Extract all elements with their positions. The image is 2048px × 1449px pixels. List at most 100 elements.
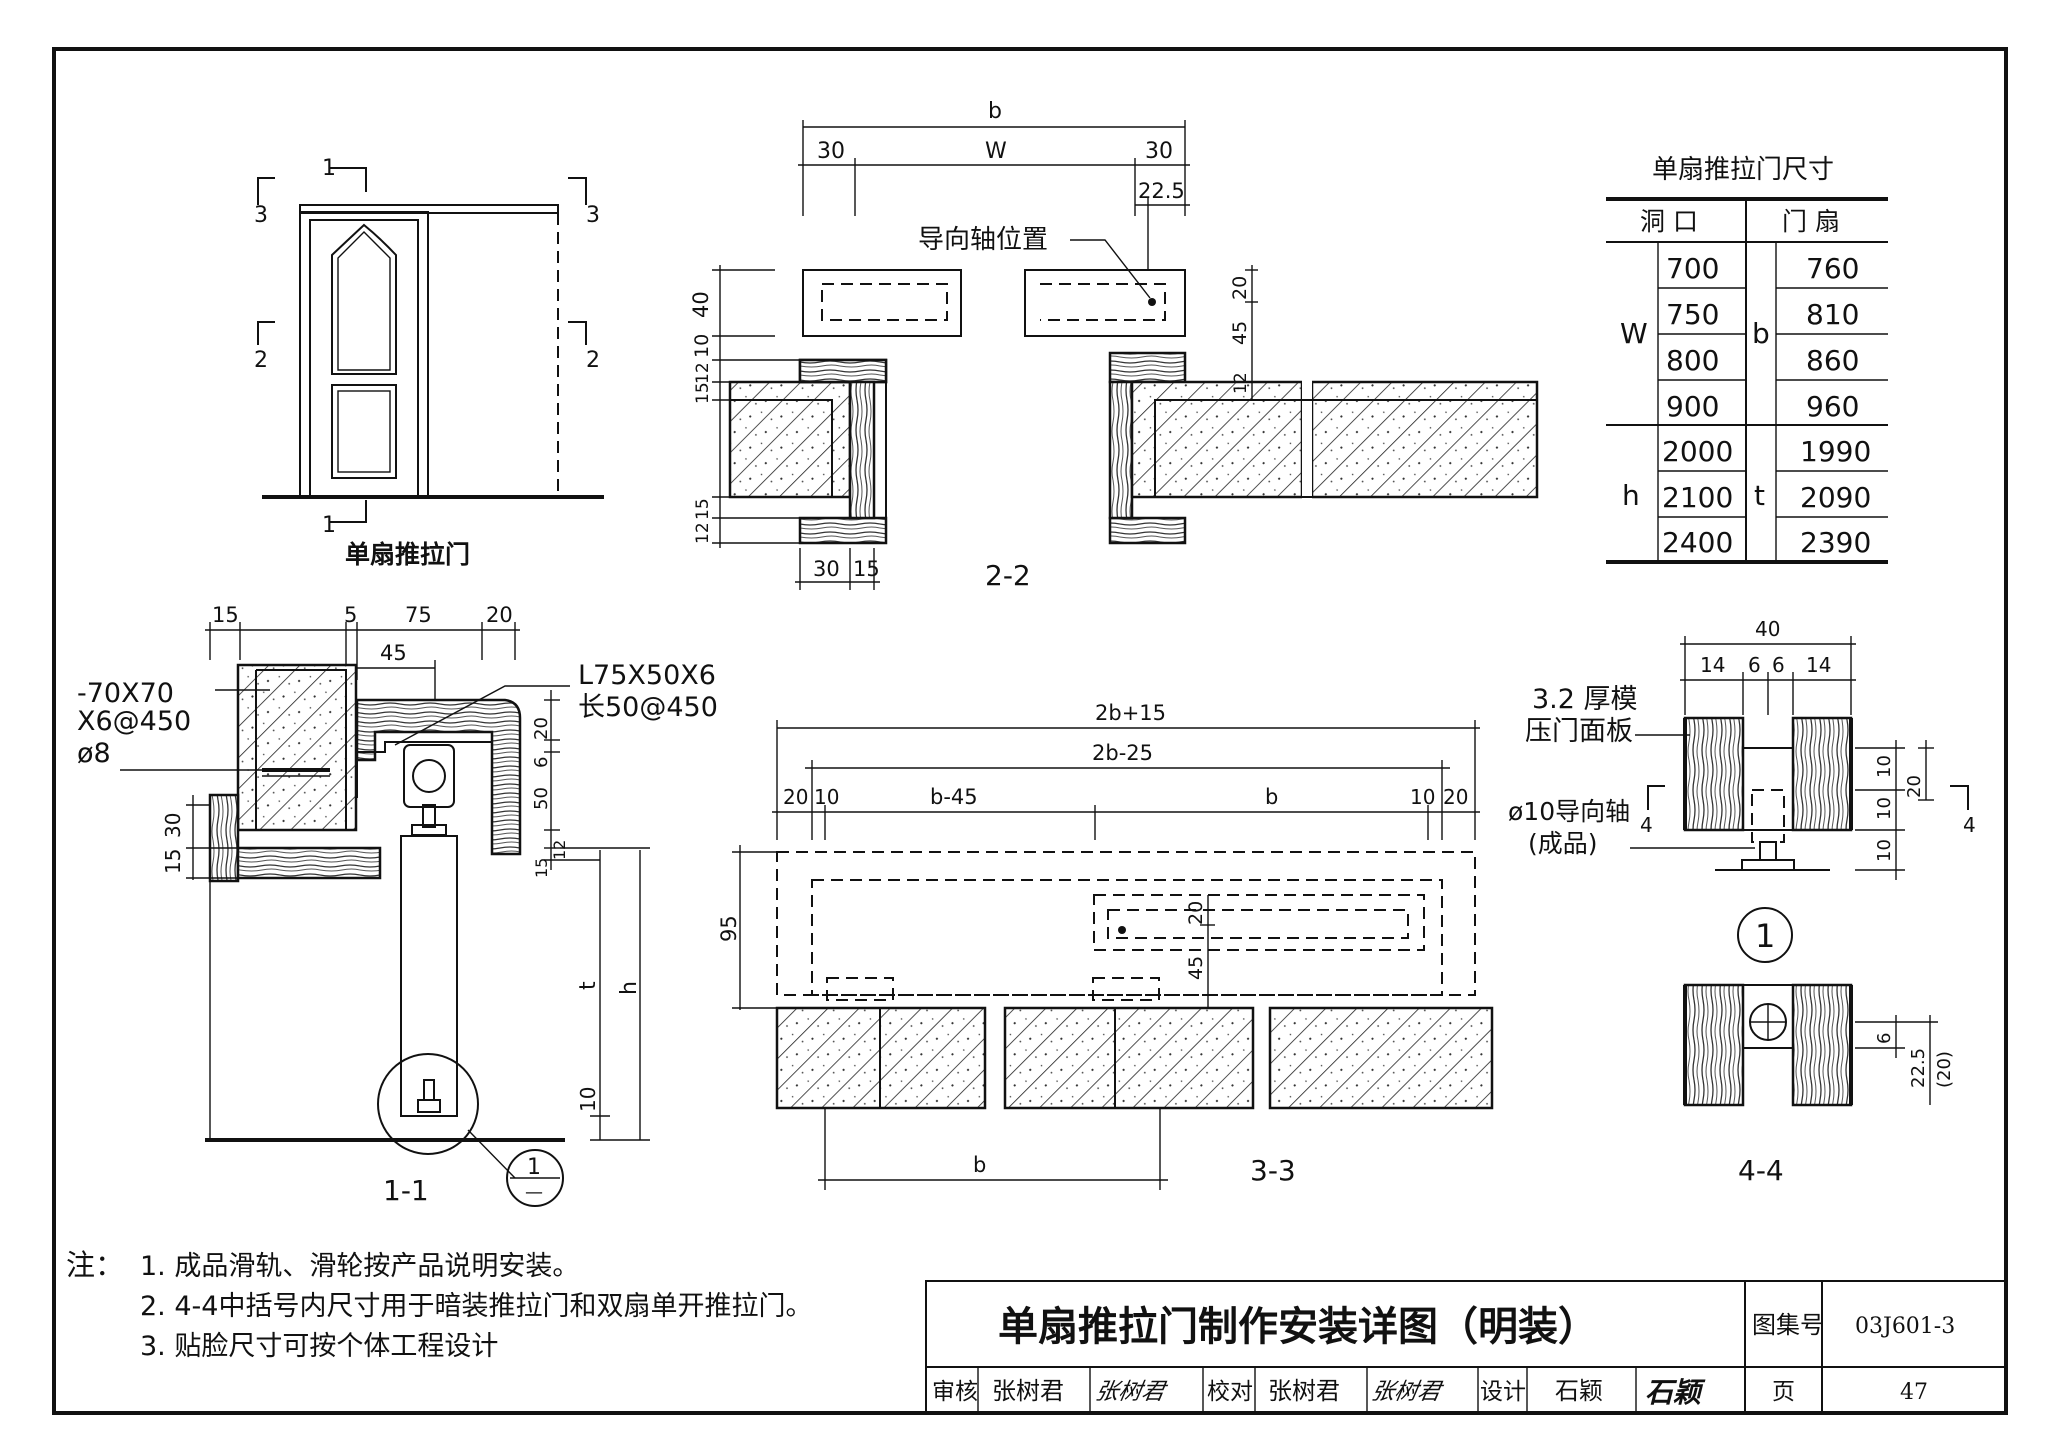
dim-v22-5: 22.5 [1908,1048,1929,1088]
dim-15b: 15 [693,498,713,520]
dim-10-left: 10 [814,785,839,809]
section-1-1: 15 5 75 20 45 1 — [77,603,718,1207]
elevation-view: 1 1 3 3 2 2 单扇推拉门 [254,156,604,569]
table-cell: 2100 [1662,481,1733,514]
mark-4-right: 4 [1963,813,1976,837]
dim-v15: 15 [161,849,185,874]
section-mark-1-top: 1 [322,156,336,181]
dim-40: 40 [689,291,713,318]
section-mark-3-left: 3 [254,203,268,228]
dim-75: 75 [405,603,432,627]
dim-95: 95 [717,915,741,942]
table-cell: 700 [1666,252,1719,285]
dim-20-left: 20 [783,785,808,809]
dim-h: h [617,981,642,995]
notes: 注： 1. 成品滑轨、滑轮按产品说明安装。 2. 4-4中括号内尺寸用于暗装推拉… [66,1248,812,1362]
dim-b-minus-45: b-45 [930,785,978,809]
dim-14-left: 14 [1700,653,1725,677]
note-2: 2. 4-4中括号内尺寸用于暗装推拉门和双扇单开推拉门。 [140,1291,812,1322]
dim-45: 45 [380,641,407,665]
table-header-leaf: 门 扇 [1782,207,1840,236]
group-t-label: t [1754,479,1765,512]
dim-v20: 20 [1904,775,1925,798]
dim-v6: 6 [1874,1033,1895,1044]
table-title: 单扇推拉门尺寸 [1652,155,1834,185]
plate-label: -70X70 [77,678,174,709]
dim-v20: 20 [531,717,552,740]
title-block: 单扇推拉门制作安装详图（明装） 图集号 03J601-3 审核 张树君 张树君 … [925,1280,2007,1414]
atlas-number: 03J601-3 [1855,1314,1955,1339]
section-mark-1-bottom: 1 [322,513,336,538]
dim-12b: 12 [693,522,713,544]
dim-5: 5 [344,603,357,627]
dim-t: t [576,981,601,990]
dim-2b-minus-25: 2b-25 [1092,741,1153,765]
dim-right-20: 20 [1229,276,1251,300]
dim-15: 15 [693,382,713,404]
table-cell: 960 [1806,390,1859,423]
review-label: 审核 [932,1379,978,1405]
dim-b: b [988,99,1002,124]
table-header-opening: 洞 口 [1640,207,1698,236]
panel-label-2: 压门面板 [1525,716,1633,747]
section-3-3-caption: 3-3 [1250,1154,1296,1187]
section-3-3: 2b+15 2b-25 20 10 b-45 b 10 20 95 20 45 [717,701,1494,1190]
detail-number: 1 [1755,917,1775,955]
check-label: 校对 [1207,1379,1253,1405]
section-1-1-caption: 1-1 [383,1174,429,1207]
dim-6-right: 6 [1772,653,1785,677]
section-2-2: b 30 W 30 22.5 导向轴位置 40 10 12 15 15 12 [689,99,1539,592]
guide-axis-label: 导向轴位置 [918,225,1048,255]
dim-v45: 45 [1185,956,1207,980]
dim-v6: 6 [531,757,552,768]
note-3: 3. 贴脸尺寸可按个体工程设计 [140,1331,498,1362]
page-label: 页 [1772,1379,1795,1405]
dim-14-right: 14 [1806,653,1831,677]
dim-15: 15 [212,603,239,627]
dim-10-right: 10 [1410,785,1435,809]
table-cell: 900 [1666,390,1719,423]
dim-bottom-b: b [973,1153,986,1177]
dim-bottom-15: 15 [853,557,880,581]
dim-30-right: 30 [1145,139,1173,164]
dim-v20: 20 [1185,901,1207,925]
panel-label-1: 3.2 厚模 [1532,684,1638,715]
size-table: 单扇推拉门尺寸 洞 口 门 扇 W b h t 700 760 750 810 … [1606,155,1888,564]
plate-label-2: X6@450 [77,706,191,737]
dim-v20-paren: (20) [1934,1051,1955,1088]
reviewer-signature: 张树君 [1093,1378,1169,1405]
checker-signature: 张树君 [1369,1378,1445,1405]
note-1: 1. 成品滑轨、滑轮按产品说明安装。 [140,1251,579,1282]
table-cell: 750 [1666,298,1719,331]
section-mark-3-right: 3 [586,203,600,228]
table-cell: 2090 [1800,481,1871,514]
designer-signature: 石颖 [1645,1376,1706,1409]
table-cell: 2400 [1662,526,1733,559]
dim-v10: 10 [576,1087,600,1112]
dim-30-left: 30 [817,139,845,164]
dim-10: 10 [691,334,713,358]
table-cell: 800 [1666,344,1719,377]
dim-w: W [985,139,1007,164]
dim-6-left: 6 [1748,653,1761,677]
elevation-caption: 单扇推拉门 [345,540,470,569]
dim-v12: 12 [550,840,569,860]
section-mark-2-left: 2 [254,348,268,373]
dim-v50: 50 [531,787,552,810]
table-cell: 2390 [1800,526,1871,559]
dim-40: 40 [1755,617,1780,641]
section-4-4-caption: 4-4 [1738,1154,1784,1187]
dim-right-45: 45 [1229,321,1251,345]
dim-v30: 30 [161,813,185,838]
table-cell: 810 [1806,298,1859,331]
dim-bottom-30: 30 [813,557,840,581]
section-4-4: 40 14 6 6 14 10 10 10 20 4 4 [1508,617,1976,1187]
table-cell: 1990 [1800,435,1871,468]
dim-22-5: 22.5 [1138,179,1185,203]
angle-label: L75X50X6 [578,660,716,691]
dim-12: 12 [693,362,713,384]
dim-right-12: 12 [1231,372,1251,394]
dim-v10a: 10 [1874,755,1895,778]
atlas-label: 图集号 [1752,1311,1824,1339]
